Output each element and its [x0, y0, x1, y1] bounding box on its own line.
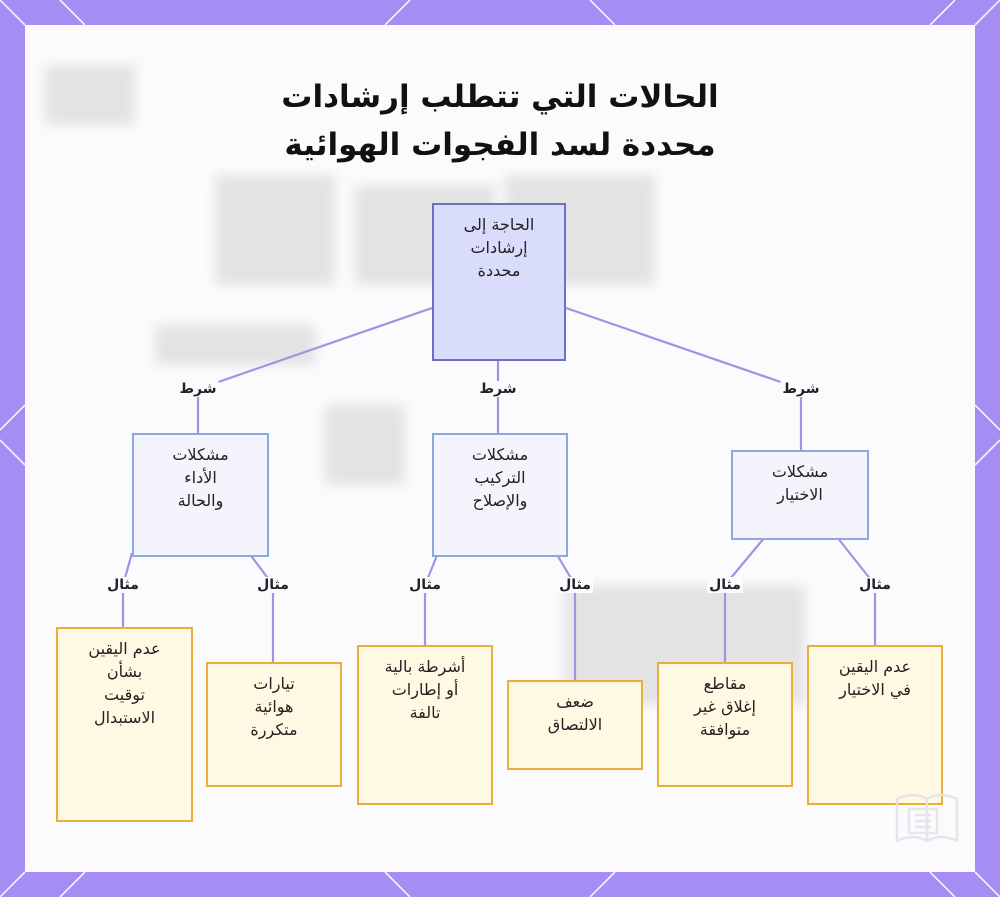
leaf-label: تيارات هوائية متكررة [250, 674, 298, 739]
connector-lines [121, 306, 877, 680]
category-selection-node: مشكلات الاختيار [731, 450, 869, 540]
category-label: مشكلات التركيب والإصلاح [471, 445, 529, 510]
leaf-label: عدم اليقين في الاختيار [838, 657, 912, 699]
edge-label-example: مثال [407, 577, 443, 593]
title-line-1: الحالات التي تتطلب إرشادات [281, 79, 719, 115]
leaf-label: مقاطع إغلاق غير متوافقة [694, 674, 756, 739]
leaf-label: عدم اليقين بشأن توقيت الاستبدال [88, 639, 161, 727]
edge-label-example: مثال [105, 577, 141, 593]
leaf-incompatible-profiles-node: مقاطع إغلاق غير متوافقة [657, 662, 793, 787]
leaf-label: أشرطة بالية أو إطارات تالفة [384, 657, 466, 722]
category-label: مشكلات الأداء والحالة [172, 445, 229, 510]
category-installation-node: مشكلات التركيب والإصلاح [432, 433, 568, 557]
leaf-recurring-drafts-node: تيارات هوائية متكررة [206, 662, 342, 787]
diagram-title: الحالات التي تتطلب إرشادات محددة لسد الف… [25, 73, 975, 169]
edge-label-condition: شرط [780, 381, 822, 397]
root-node: الحاجة إلى إرشادات محددة [432, 203, 566, 361]
category-label: مشكلات الاختيار [771, 462, 829, 504]
book-logo-icon [895, 793, 959, 844]
leaf-replacement-timing-node: عدم اليقين بشأن توقيت الاستبدال [56, 627, 193, 822]
leaf-worn-strips-node: أشرطة بالية أو إطارات تالفة [357, 645, 493, 805]
edge-label-example: مثال [707, 577, 743, 593]
edge-label-example: مثال [857, 577, 893, 593]
root-label: الحاجة إلى إرشادات محددة [463, 215, 535, 280]
category-performance-node: مشكلات الأداء والحالة [132, 433, 269, 557]
leaf-selection-uncertainty-node: عدم اليقين في الاختيار [807, 645, 943, 805]
leaf-poor-adhesion-node: ضعف الالتصاق [507, 680, 643, 770]
edge-label-example: مثال [255, 577, 291, 593]
title-line-2: محددة لسد الفجوات الهوائية [284, 127, 716, 163]
diagram-card: الحالات التي تتطلب إرشادات محددة لسد الف… [25, 25, 975, 872]
leaf-label: ضعف الالتصاق [547, 692, 603, 734]
edge-label-condition: شرط [177, 381, 219, 397]
edge-label-example: مثال [557, 577, 593, 593]
edge-label-condition: شرط [477, 381, 519, 397]
